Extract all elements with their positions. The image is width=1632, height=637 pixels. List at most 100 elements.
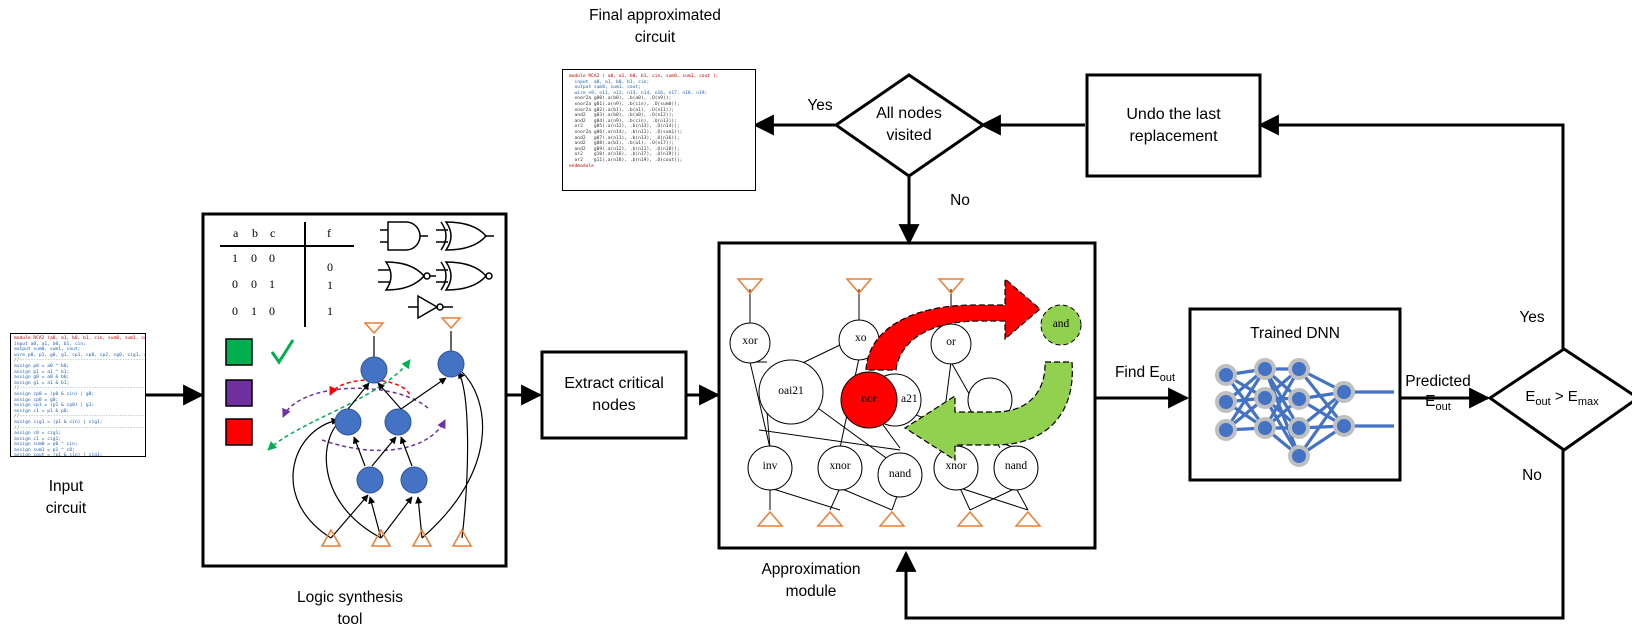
extract-line2: nodes [592,397,636,414]
approx-terminals [736,278,1042,527]
red-square [225,418,253,446]
not-gate-icon [417,294,439,320]
approx-module-label: Approximation module [746,559,876,603]
dnn-title: Trained DNN [1250,325,1340,342]
code-line: and2 g03(.a(b0), .b(a0), .O(n12)); [569,113,675,119]
node-label: nand [888,468,912,480]
node-label: xor [742,335,758,347]
approx-label-line1: Approximation [761,561,861,578]
approx-nodes [729,319,1039,498]
check-mark-icon [270,339,295,365]
green-swap-arrow [903,361,1073,462]
tt-cell: 0 [327,260,333,274]
tt-cell: 1 [327,278,333,292]
eout-e: E [1525,388,1536,405]
code-line: //--------------------------------------… [14,386,146,392]
synthesis-box [201,212,508,568]
truth-table-lines [220,222,354,327]
code-line: assign p1 = a1 ^ b1; [14,369,70,375]
predicted-eout-label: Predicted Eout [1398,372,1478,417]
code-line: assign cp0 = g0; [14,397,59,403]
code-line: assign c1 = cig1; [14,436,62,442]
tt-header-c: c [270,226,276,240]
approx-box [717,241,1097,550]
arrow-no-to-approx [895,450,1565,620]
tt-header-a: a [233,226,239,240]
tt-cell: 0 [251,251,257,265]
decision-visited-diamond [833,73,986,178]
input-circuit-label: Input circuit [36,476,96,520]
input-code-lines: module RCA2 (a0, a1, b0, b1, cin, sum0, … [14,336,146,457]
node-label: xnor [829,460,851,472]
code-line: output sum0, sum1, cout; [14,347,81,353]
predicted-line1: Predicted [1405,373,1471,390]
node-label: inv [762,460,778,472]
code-line: assign cout = (p1 & cin) | cig1; [14,453,103,457]
emax-sub: max [1577,396,1599,408]
node-label: xnor [945,460,967,472]
nor-gate-icon [384,261,425,291]
code-line: assign sum1 = p1 ^ c0; [14,447,75,453]
predicted-e: E [1425,393,1436,410]
code-line: module RCA2 ( a0, a1, b0, b1, cin, sum0,… [569,74,719,79]
visited-line2: visited [886,127,932,144]
tt-header-f: f [327,226,331,240]
input-label-line2: circuit [45,500,87,517]
no-mid-label: No [950,192,970,209]
eout-sub: out [1535,396,1551,408]
purple-square [225,379,253,407]
tt-cell: 1 [232,251,238,265]
code-line: endmodule [569,163,594,169]
code-line: xnor2a g06(.a(n14), .b(n11), .O(sum1)); [569,129,683,135]
extract-line1: Extract critical [564,375,664,392]
tt-cell: 0 [269,251,275,265]
emax-e: > E [1550,388,1578,405]
dnn-network-icon [1215,358,1394,467]
xnor-gate-icon [444,261,487,291]
code-line: and2 g04(.a(n9), .b(cin), .O(n13)); [569,118,677,124]
final-circuit-code: module RCA2 ( a0, a1, b0, b1, cin, sum0,… [562,69,756,191]
code-line: or2 g10(.a(n16), .b(n17), .O(n19)); [569,152,680,158]
tt-cell: 0 [251,277,257,291]
approx-label-line2: module [785,583,837,600]
synthesis-label-line1: Logic synthesis [297,589,403,606]
red-swap-arrow [865,277,1041,371]
predicted-sub: out [1435,401,1451,414]
code-line: input a0, a1, b0, b1, cin; [14,341,86,347]
tt-cell: 0 [269,304,275,318]
no-bottom-label: No [1522,467,1542,484]
tt-cell: 0 [232,277,238,291]
final-label-line2: circuit [634,29,676,46]
synthesis-graph [267,317,484,547]
synthesis-label-line2: tool [337,611,363,628]
tt-cell: 1 [327,304,333,318]
tt-cell: 0 [232,304,238,318]
undo-box [1085,73,1262,178]
undo-line2: replacement [1129,127,1218,145]
code-line: wire n9, n11, n12, n13, n14, n16, n17, n… [569,90,708,96]
find-eout-text: Find E [1114,364,1160,381]
code-line: //--------------------------------------… [14,358,146,364]
extract-box [540,350,688,440]
code-line: or2 g11(.a(n18), .b(n19), .O(cout)); [569,157,683,163]
node-label: nand [1004,460,1028,472]
node-label: oai21 [778,385,804,397]
and-gate-icon [387,221,421,251]
decision-error-text: Eout > Emax [1500,386,1624,413]
code-line: or2 g05(.a(n12), .b(n13), .O(n14)); [569,124,680,130]
code-line: assign p0 = a0 ^ b0; [14,363,70,369]
code-line: xnor2a g00(.a(b0), .b(a0), .O(n9)); [569,96,672,102]
code-line: assign cp1 = (p1 & cp0) | g1; [14,403,95,409]
code-line: xnor2a g02(.a(b1), .b(a1), .O(n11)); [569,107,675,113]
code-line: assign cp0 = (p0 & cin) | g0; [14,391,95,397]
xor-gate-icon [444,221,487,251]
code-line: and2 g08(.a(b1), .b(a1), .O(n17)); [569,141,675,147]
code-line: //--------------------------------------… [14,425,146,431]
node-label: xor [855,332,867,344]
code-line: xnor2a g01(.a(n9), .b(cin), .O(sum0)); [569,101,680,107]
code-line: wire p0, p1, g0, g1, cp1, cp0, cp2, cg0,… [14,352,145,358]
find-eout-sub: out [1159,372,1176,385]
input-circuit-code: module RCA2 (a0, a1, b0, b1, cin, sum0, … [10,333,146,457]
code-line: assign sum0 = p0 ^ cin; [14,442,78,448]
